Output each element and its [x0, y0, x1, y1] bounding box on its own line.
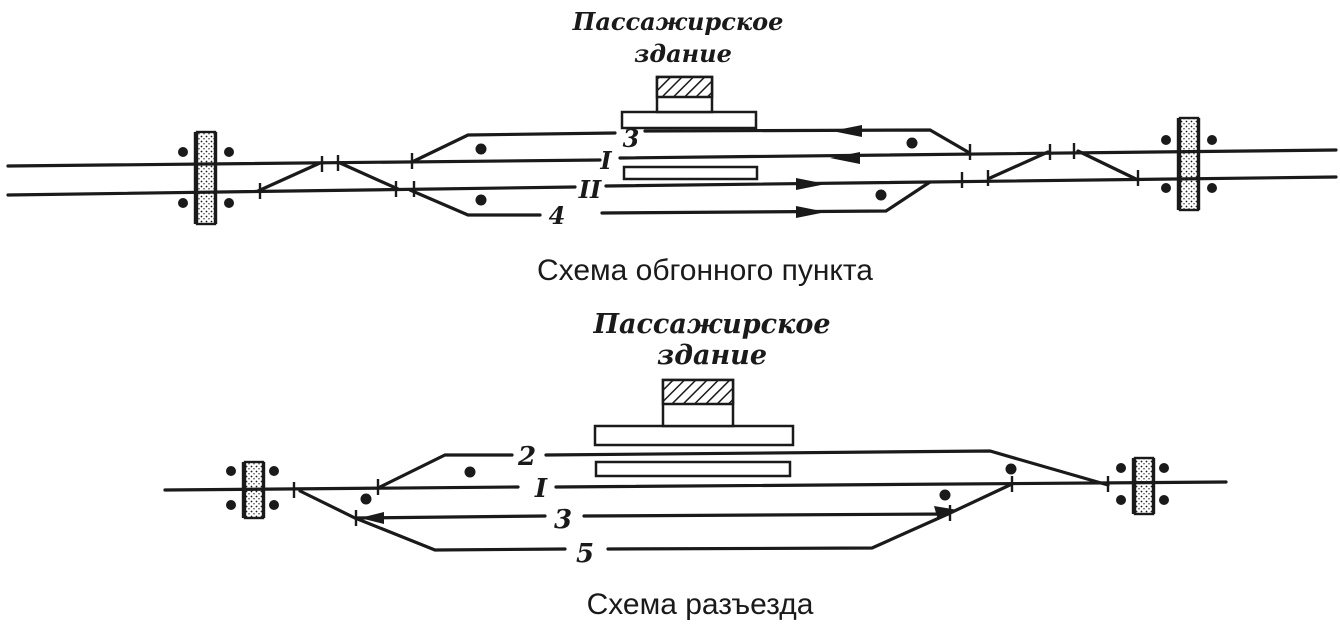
bottom-track-2-left [376, 453, 514, 490]
bottom-track-1-right [554, 480, 1228, 489]
top-crossover-left-b [338, 161, 400, 191]
bottom-track-2-right [544, 449, 1110, 487]
bottom-track-3-left [298, 489, 547, 520]
passing-siding-diagram: Пассажирское здание [163, 309, 1228, 621]
bottom-direction-arrows [360, 506, 958, 524]
top-direction-arrows [796, 125, 862, 218]
top-platform [622, 165, 759, 181]
bottom-track-label-2: 2 [517, 442, 536, 472]
top-switch-marks [258, 143, 1140, 199]
bottom-switch-marks [292, 476, 1110, 526]
bottom-signals [360, 463, 1017, 505]
bottom-track-label-3: 3 [554, 505, 572, 535]
bottom-track-label-1: I [534, 474, 548, 504]
arrow-right-track-2 [796, 178, 826, 190]
arrow-right-track-3 [934, 506, 958, 520]
top-building-label-line1: Пассажирское [572, 7, 784, 36]
top-track-label-3: 3 [623, 124, 640, 153]
top-track-3-right [643, 128, 970, 154]
bottom-track-1-left [163, 485, 520, 492]
arrow-left-track-3 [832, 125, 862, 137]
top-passenger-building [620, 75, 758, 130]
top-track-label-1: I [599, 146, 612, 175]
bottom-tracks [163, 449, 1228, 552]
top-track-1-right [618, 148, 1338, 160]
top-level-crossing-left [178, 130, 234, 226]
top-crossover-left-a [256, 161, 322, 193]
bottom-track-label-5: 5 [576, 539, 594, 569]
arrow-left-track-1 [830, 152, 860, 164]
top-track-2-right [604, 175, 1338, 188]
top-track-4-right [600, 180, 932, 215]
bottom-passenger-building [593, 378, 795, 447]
bottom-building-label-line2: здание [657, 340, 767, 371]
bottom-level-crossing-right [1116, 456, 1169, 516]
bottom-caption: Схема разъезда [587, 588, 814, 621]
bottom-platform [594, 460, 792, 478]
top-crossover-right-a [988, 150, 1050, 180]
top-track-4-left [408, 188, 542, 217]
top-track-3-left [410, 131, 617, 164]
bottom-track-5-left [353, 516, 567, 552]
top-caption: Схема обгонного пункта [537, 254, 873, 287]
top-track-1-left [6, 158, 602, 168]
top-level-crossing-right [1161, 116, 1217, 212]
arrow-left-track-3 [360, 512, 384, 524]
top-track-2-left [6, 185, 577, 197]
top-signals [475, 137, 918, 206]
top-tracks [6, 128, 1338, 217]
top-building-label-line2: здание [634, 39, 732, 68]
top-crossover-right-b [1076, 149, 1140, 182]
top-track-label-4: 4 [549, 201, 566, 230]
top-track-label-2: II [578, 175, 602, 204]
bottom-track-5-right [606, 512, 950, 551]
arrow-right-track-4 [796, 206, 826, 218]
bottom-building-label-line1: Пассажирское [592, 309, 830, 340]
overtaking-point-diagram: Пассажирское здание [6, 7, 1338, 287]
